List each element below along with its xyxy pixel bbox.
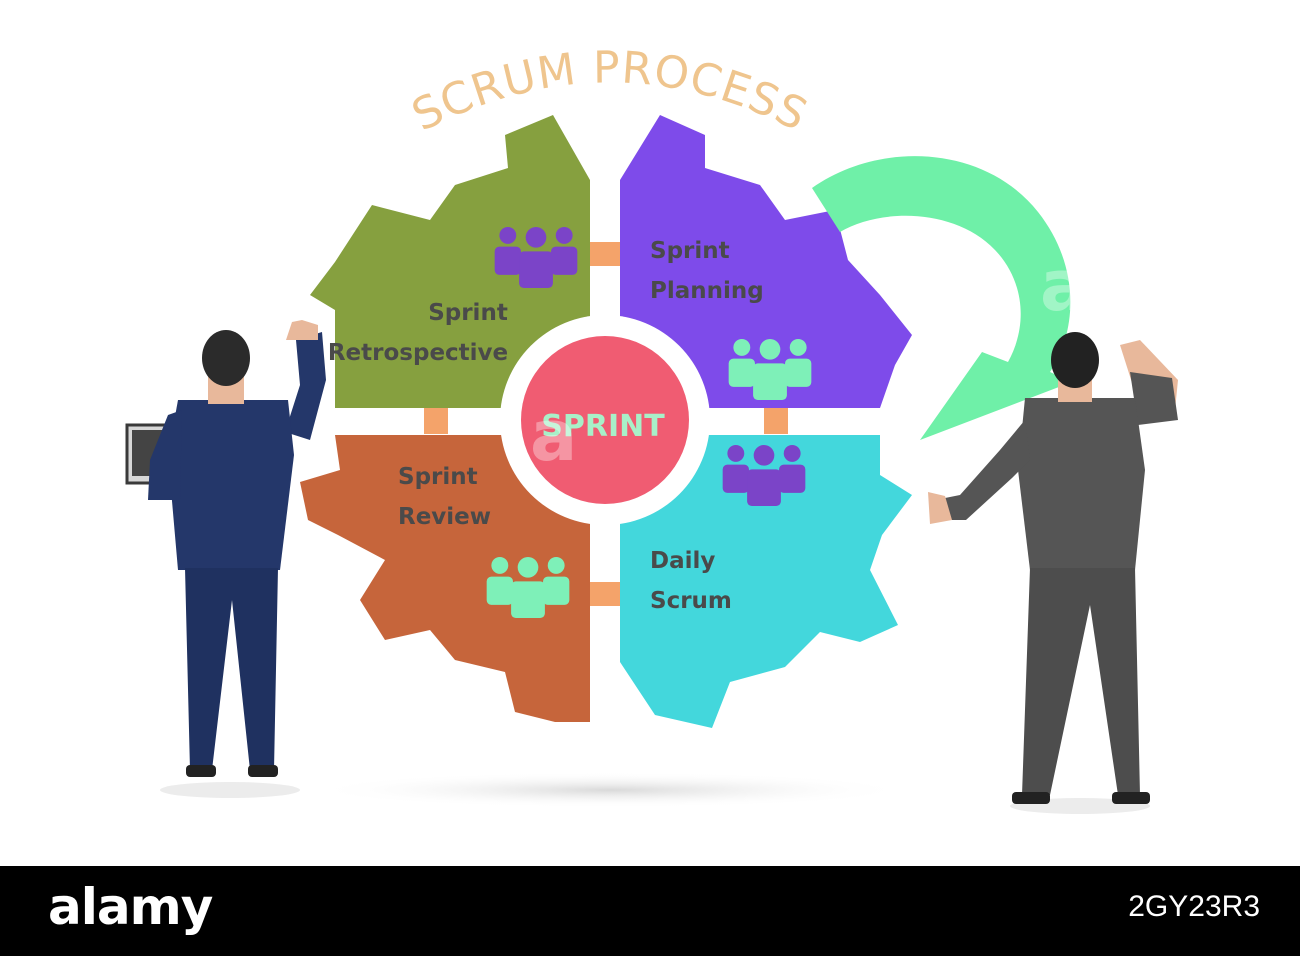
segment-label-review-line2: Review (398, 504, 491, 530)
diagram-title: SCRUM PROCESS (404, 42, 815, 141)
watermark: a (1040, 245, 1087, 327)
cycle-arrow (812, 156, 1072, 440)
connector-top (590, 242, 620, 266)
segment-label-daily-line1: Daily (650, 548, 715, 574)
segment-label-daily-line2: Scrum (650, 588, 732, 614)
segment-label-retrospective-line2: Retrospective (328, 340, 508, 366)
center-circle (521, 336, 689, 504)
gear-segment-retrospective (310, 115, 590, 408)
gear-segment-planning (620, 115, 912, 408)
brand-logo: alamy (48, 878, 213, 936)
watermark: a (530, 395, 577, 477)
connector-right (764, 408, 788, 434)
center-label: SPRINT (541, 409, 665, 444)
businessman-left (125, 320, 326, 798)
stock-image-scene: SCRUM PROCESS SPRINT Sprint Retrospectiv… (125, 42, 1178, 814)
floor-shadow (310, 772, 910, 808)
connector-bottom (590, 582, 620, 606)
connector-left (424, 408, 448, 434)
segment-label-planning-line2: Planning (650, 278, 764, 304)
gear-segment-daily (620, 435, 912, 728)
stock-footer: alamy 2GY23R3 (0, 866, 1300, 956)
segment-label-retrospective-line1: Sprint (428, 300, 508, 326)
segment-label-review-line1: Sprint (398, 464, 478, 490)
scrum-diagram: SCRUM PROCESS SPRINT Sprint Retrospectiv… (125, 42, 1178, 814)
businessman-right (928, 332, 1178, 814)
gear-segment-review (300, 435, 590, 722)
segment-label-planning-line1: Sprint (650, 238, 730, 264)
image-id: 2GY23R3 (1128, 890, 1260, 923)
